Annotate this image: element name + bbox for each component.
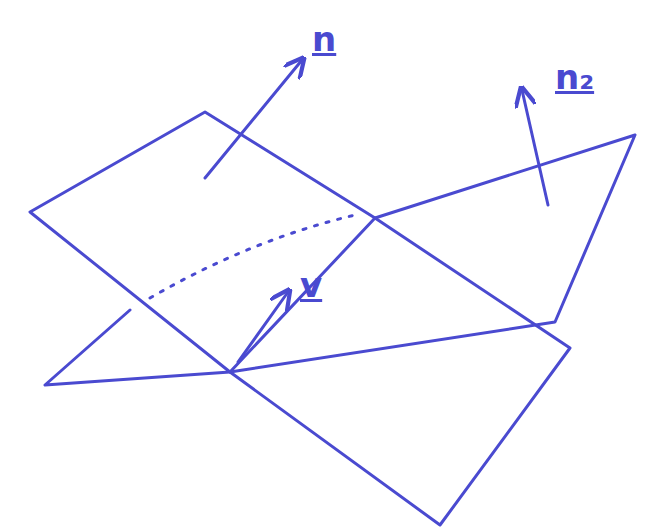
hidden-line [150, 215, 355, 298]
direction-label: v [300, 268, 322, 302]
normal-one-arrow [205, 60, 302, 178]
normal-label: n [312, 22, 336, 56]
normal-label: n₂ [555, 60, 594, 94]
normal-two-arrow [522, 90, 548, 205]
plane-one [30, 112, 570, 525]
plane-two [45, 135, 635, 385]
intersection-line [230, 218, 375, 372]
direction-arrow [238, 292, 288, 362]
